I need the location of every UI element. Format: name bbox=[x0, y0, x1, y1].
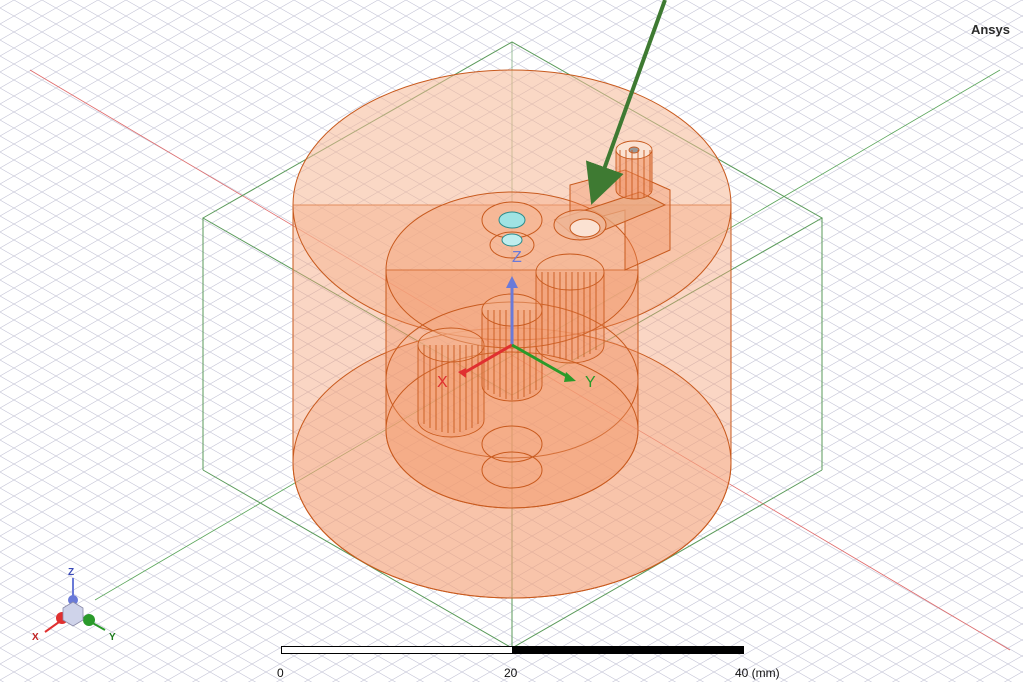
bracket-connector[interactable] bbox=[615, 140, 653, 200]
origin-axes bbox=[458, 276, 576, 382]
feed-pin[interactable] bbox=[481, 201, 543, 489]
annotation-arrow bbox=[585, 0, 667, 205]
z-axis-label: Z bbox=[512, 249, 522, 266]
scale-bar bbox=[281, 646, 744, 654]
scale-tick-40: 40 (mm) bbox=[735, 666, 780, 680]
hatched-cylinder-right[interactable] bbox=[535, 253, 605, 364]
ansys-logo-text: Ansys bbox=[970, 22, 1010, 37]
x-axis-line bbox=[29, 69, 1011, 651]
triad-y-label: Y bbox=[109, 632, 116, 643]
scale-tick-0: 0 bbox=[277, 666, 284, 680]
hatched-cylinder-left[interactable] bbox=[417, 327, 485, 438]
scale-bar-segment-white bbox=[281, 646, 513, 654]
outer-cylinder[interactable] bbox=[292, 69, 732, 599]
scale-bar-segment-black bbox=[512, 646, 744, 654]
orientation-triad[interactable] bbox=[44, 578, 106, 633]
scale-tick-20: 20 bbox=[504, 666, 518, 680]
triad-x-label: X bbox=[32, 632, 39, 643]
triad-z-label: Z bbox=[68, 567, 74, 578]
x-axis-label: X bbox=[437, 374, 448, 391]
y-axis-label: Y bbox=[585, 374, 596, 391]
